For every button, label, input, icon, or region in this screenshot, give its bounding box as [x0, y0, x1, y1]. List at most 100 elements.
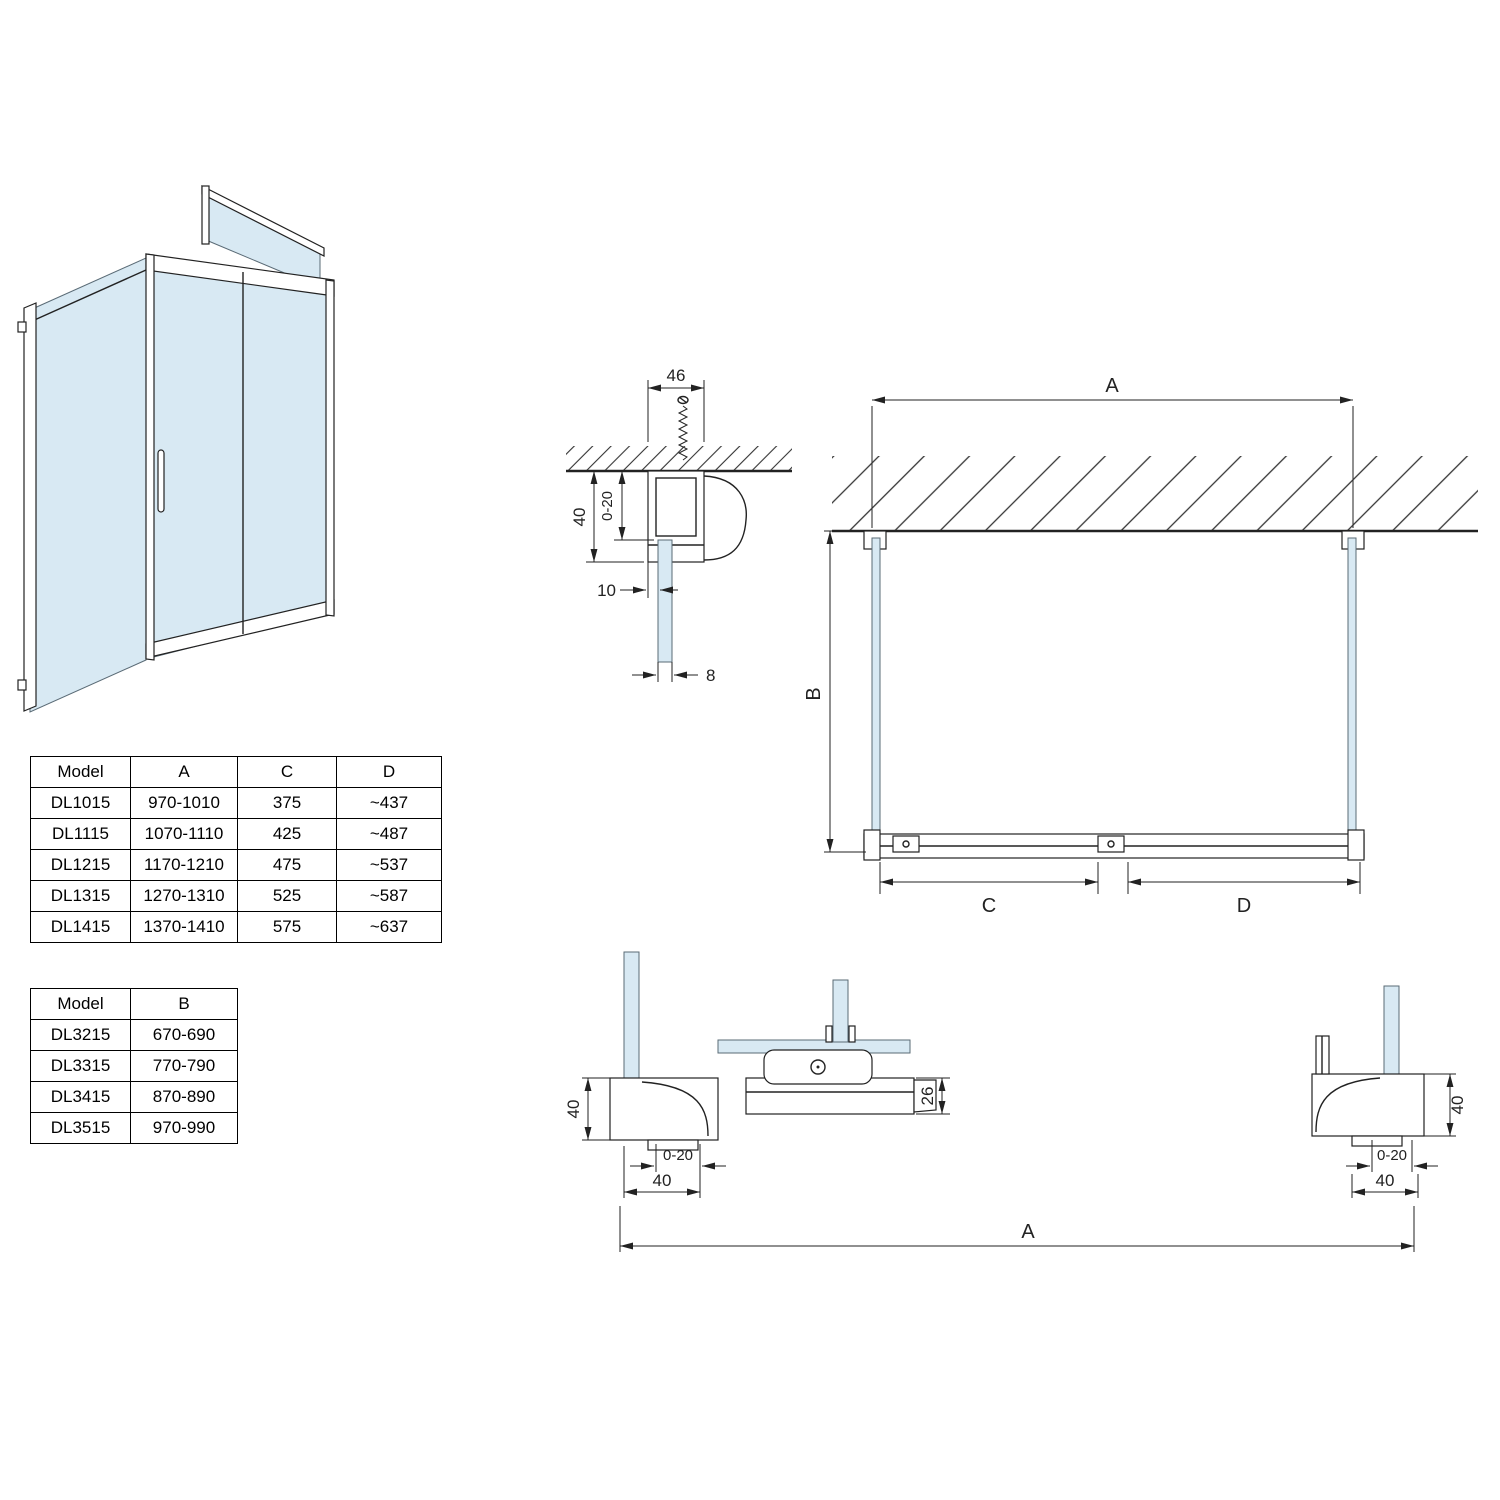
cell-model: DL1415	[30, 911, 131, 943]
rail-end-cap-left	[863, 829, 881, 861]
wall-profile-body	[647, 470, 705, 563]
cell-model: DL1315	[30, 880, 131, 912]
profile-foot	[1351, 1135, 1403, 1147]
header-b: B	[130, 988, 238, 1020]
dim-label-B: B	[803, 687, 825, 700]
glass-clamp-left	[825, 1025, 833, 1043]
floor-profile-right	[1311, 1073, 1425, 1137]
dim-label-C: C	[982, 895, 996, 917]
cell-model: DL1115	[30, 818, 131, 850]
header-c: C	[237, 756, 337, 788]
dim-label-40-depth: 40	[570, 508, 589, 527]
table-header-row: Model A C D	[30, 756, 442, 788]
dim-label-overall-A: A	[1021, 1221, 1035, 1243]
door-right-post	[325, 279, 335, 617]
wall-hatch	[566, 446, 792, 471]
roller-wheel	[810, 1059, 826, 1075]
cell-d: ~637	[336, 911, 442, 943]
left-wall-profile	[23, 302, 37, 712]
side-glass-section	[623, 951, 640, 1083]
cell-a: 1370-1410	[130, 911, 238, 943]
cell-a: 1270-1310	[130, 880, 238, 912]
cell-b: 670-690	[130, 1019, 238, 1051]
cell-model: DL1015	[30, 787, 131, 819]
header-model: Model	[30, 988, 131, 1020]
table-row: DL1315 1270-1310 525 ~587	[30, 880, 442, 912]
cell-d: ~537	[336, 849, 442, 881]
cell-c: 425	[237, 818, 337, 850]
glass-clamp-right	[848, 1025, 856, 1043]
floor-section-detail-right: 40 0-20 40	[1311, 985, 1467, 1198]
cell-a: 970-1010	[130, 787, 238, 819]
floor-section-detail-left: 40 26 0-20 40	[564, 951, 950, 1198]
cell-a: 1170-1210	[130, 849, 238, 881]
glass-pane-section	[657, 539, 673, 663]
door-glass	[149, 257, 331, 659]
floor-profile-left	[609, 1077, 719, 1141]
table-row: DL1215 1170-1210 475 ~537	[30, 849, 442, 881]
side-panel-left-plan	[871, 537, 881, 839]
cell-c: 525	[237, 880, 337, 912]
table-header-row: Model B	[30, 988, 238, 1020]
left-side-panel-glass	[29, 257, 147, 713]
cell-model: DL3215	[30, 1019, 131, 1051]
roller-right	[1097, 835, 1125, 853]
cell-d: ~487	[336, 818, 442, 850]
cell-model: DL3415	[30, 1081, 131, 1113]
dim-label-0-20: 0-20	[1377, 1147, 1407, 1164]
wall-bracket-bottom	[17, 679, 27, 691]
cell-model: DL3315	[30, 1050, 131, 1082]
dimensions-table-b: Model B DL3215 670-690 DL3315 770-790 DL…	[30, 988, 238, 1144]
overall-width-dimension: A	[619, 1206, 1415, 1252]
dim-label-40-height: 40	[1448, 1096, 1467, 1115]
dimensions-table-acd: Model A C D DL1015 970-1010 375 ~437 DL1…	[30, 756, 442, 943]
table-row: DL1115 1070-1110 425 ~487	[30, 818, 442, 850]
cell-d: ~587	[336, 880, 442, 912]
dim-label-40-width: 40	[653, 1171, 672, 1190]
plan-view: A B C D	[803, 375, 1478, 917]
door-glass-section	[832, 979, 849, 1043]
dim-label-40-height: 40	[564, 1100, 583, 1119]
cell-a: 1070-1110	[130, 818, 238, 850]
header-model: Model	[30, 756, 131, 788]
profile-cover-curve	[703, 475, 747, 561]
table-row: DL3515 970-990	[30, 1112, 238, 1144]
wall-hatch	[832, 456, 1478, 530]
wall-bracket-top	[17, 321, 27, 333]
table-row: DL3315 770-790	[30, 1050, 238, 1082]
cell-b: 870-890	[130, 1081, 238, 1113]
side-panel-right-plan	[1347, 537, 1357, 839]
back-corner-post	[201, 185, 210, 245]
profile-foot	[647, 1139, 699, 1151]
door-left-post	[145, 253, 155, 661]
dim-label-46: 46	[667, 366, 686, 385]
table-row: DL3215 670-690	[30, 1019, 238, 1051]
dim-label-40-width: 40	[1376, 1171, 1395, 1190]
dim-label-A: A	[1105, 375, 1119, 397]
rail-end-cap-right	[1347, 829, 1365, 861]
cell-b: 970-990	[130, 1112, 238, 1144]
cell-c: 375	[237, 787, 337, 819]
header-a: A	[130, 756, 238, 788]
cell-d: ~437	[336, 787, 442, 819]
cell-c: 475	[237, 849, 337, 881]
header-d: D	[336, 756, 442, 788]
cell-model: DL3515	[30, 1112, 131, 1144]
table-row: DL1415 1370-1410 575 ~637	[30, 911, 442, 943]
isometric-view	[17, 185, 335, 713]
table-row: DL1015 970-1010 375 ~437	[30, 787, 442, 819]
tray-edge	[913, 1079, 937, 1113]
table-row: DL3415 870-890	[30, 1081, 238, 1113]
door-handle	[157, 449, 165, 513]
dim-label-0-20: 0-20	[663, 1147, 693, 1164]
wall-profile-section-detail: 46 40 0-20 10 8	[566, 366, 792, 685]
dim-label-10: 10	[597, 581, 616, 600]
dim-label-8: 8	[706, 666, 715, 685]
dim-label-26: 26	[918, 1087, 937, 1106]
dim-label-0-20: 0-20	[599, 491, 616, 521]
cell-c: 575	[237, 911, 337, 943]
dim-label-D: D	[1237, 895, 1251, 917]
roller-left	[892, 835, 920, 853]
